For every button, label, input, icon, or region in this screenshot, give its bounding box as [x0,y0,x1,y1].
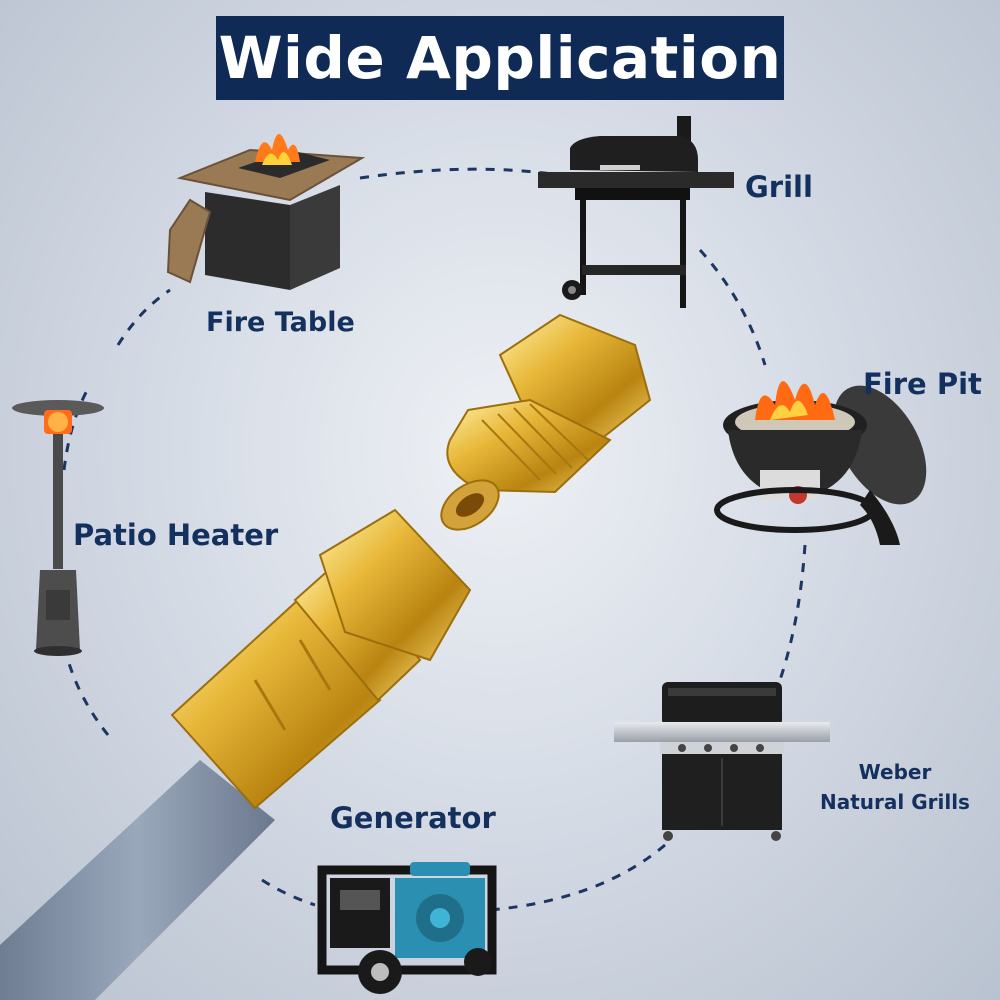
dashed-connector-ring [62,167,807,912]
title-banner: Wide Application [216,16,784,100]
label-grill: Grill [745,170,813,204]
fire-pit-icon [714,381,927,545]
label-patio-heater: Patio Heater [73,518,279,552]
brass-adapter-icon [440,313,652,531]
weber-grill-icon [614,682,830,841]
label-generator: Generator [330,801,496,835]
label-fire-table: Fire Table [206,307,355,338]
grill-icon [538,116,734,308]
label-fire-pit: Fire Pit [863,367,982,401]
label-weber-line1: Weber [858,760,932,784]
label-weber-natural-grills: Weber Natural Grills [820,757,970,817]
patio-heater-icon [12,400,104,656]
generator-icon [317,862,497,994]
brass-fitting-icon [170,508,472,810]
page-title: Wide Application [218,24,782,92]
fire-table-icon [166,134,366,290]
label-weber-line2: Natural Grills [820,790,970,814]
gas-hose-icon [0,760,275,1000]
